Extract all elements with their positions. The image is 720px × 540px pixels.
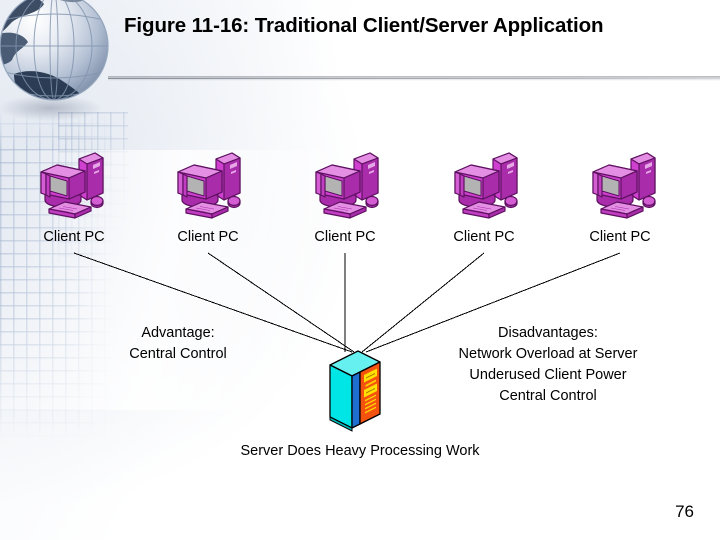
- advantage-heading: Advantage:: [141, 325, 215, 341]
- disadvantages-text-block: Disadvantages: Network Overload at Serve…: [398, 323, 698, 407]
- client-pc-icon-4[interactable]: [447, 145, 525, 223]
- title-block: Figure 11-16: Traditional Client/Server …: [124, 12, 684, 39]
- title-divider: [108, 76, 720, 81]
- client-pc-icon-2[interactable]: [170, 145, 248, 223]
- page-title: Figure 11-16: Traditional Client/Server …: [124, 14, 604, 37]
- server-tower-icon[interactable]: [322, 340, 402, 438]
- page-number: 76: [675, 502, 694, 521]
- client-pc-icon-3[interactable]: [308, 145, 386, 223]
- disadvantages-item-1: Network Overload at Server: [458, 346, 638, 363]
- client-pc-label-4: Client PC: [453, 229, 515, 245]
- advantage-text-block: Advantage: Central Control: [78, 323, 278, 365]
- client-pc-label-5: Client PC: [589, 229, 651, 245]
- advantage-item-1: Central Control: [129, 346, 227, 363]
- client-pc-label-2: Client PC: [177, 229, 239, 245]
- globe-icon: [0, 0, 109, 121]
- disadvantages-heading: Disadvantages:: [498, 325, 598, 341]
- server-caption: Server Does Heavy Processing Work: [240, 443, 480, 459]
- disadvantages-item-2: Underused Client Power: [469, 367, 627, 384]
- client-pc-icon-1[interactable]: [33, 145, 111, 223]
- client-pc-icon-5[interactable]: [585, 145, 663, 223]
- client-pc-label-1: Client PC: [43, 229, 105, 245]
- client-pc-label-3: Client PC: [314, 229, 376, 245]
- disadvantages-item-3: Central Control: [499, 388, 597, 405]
